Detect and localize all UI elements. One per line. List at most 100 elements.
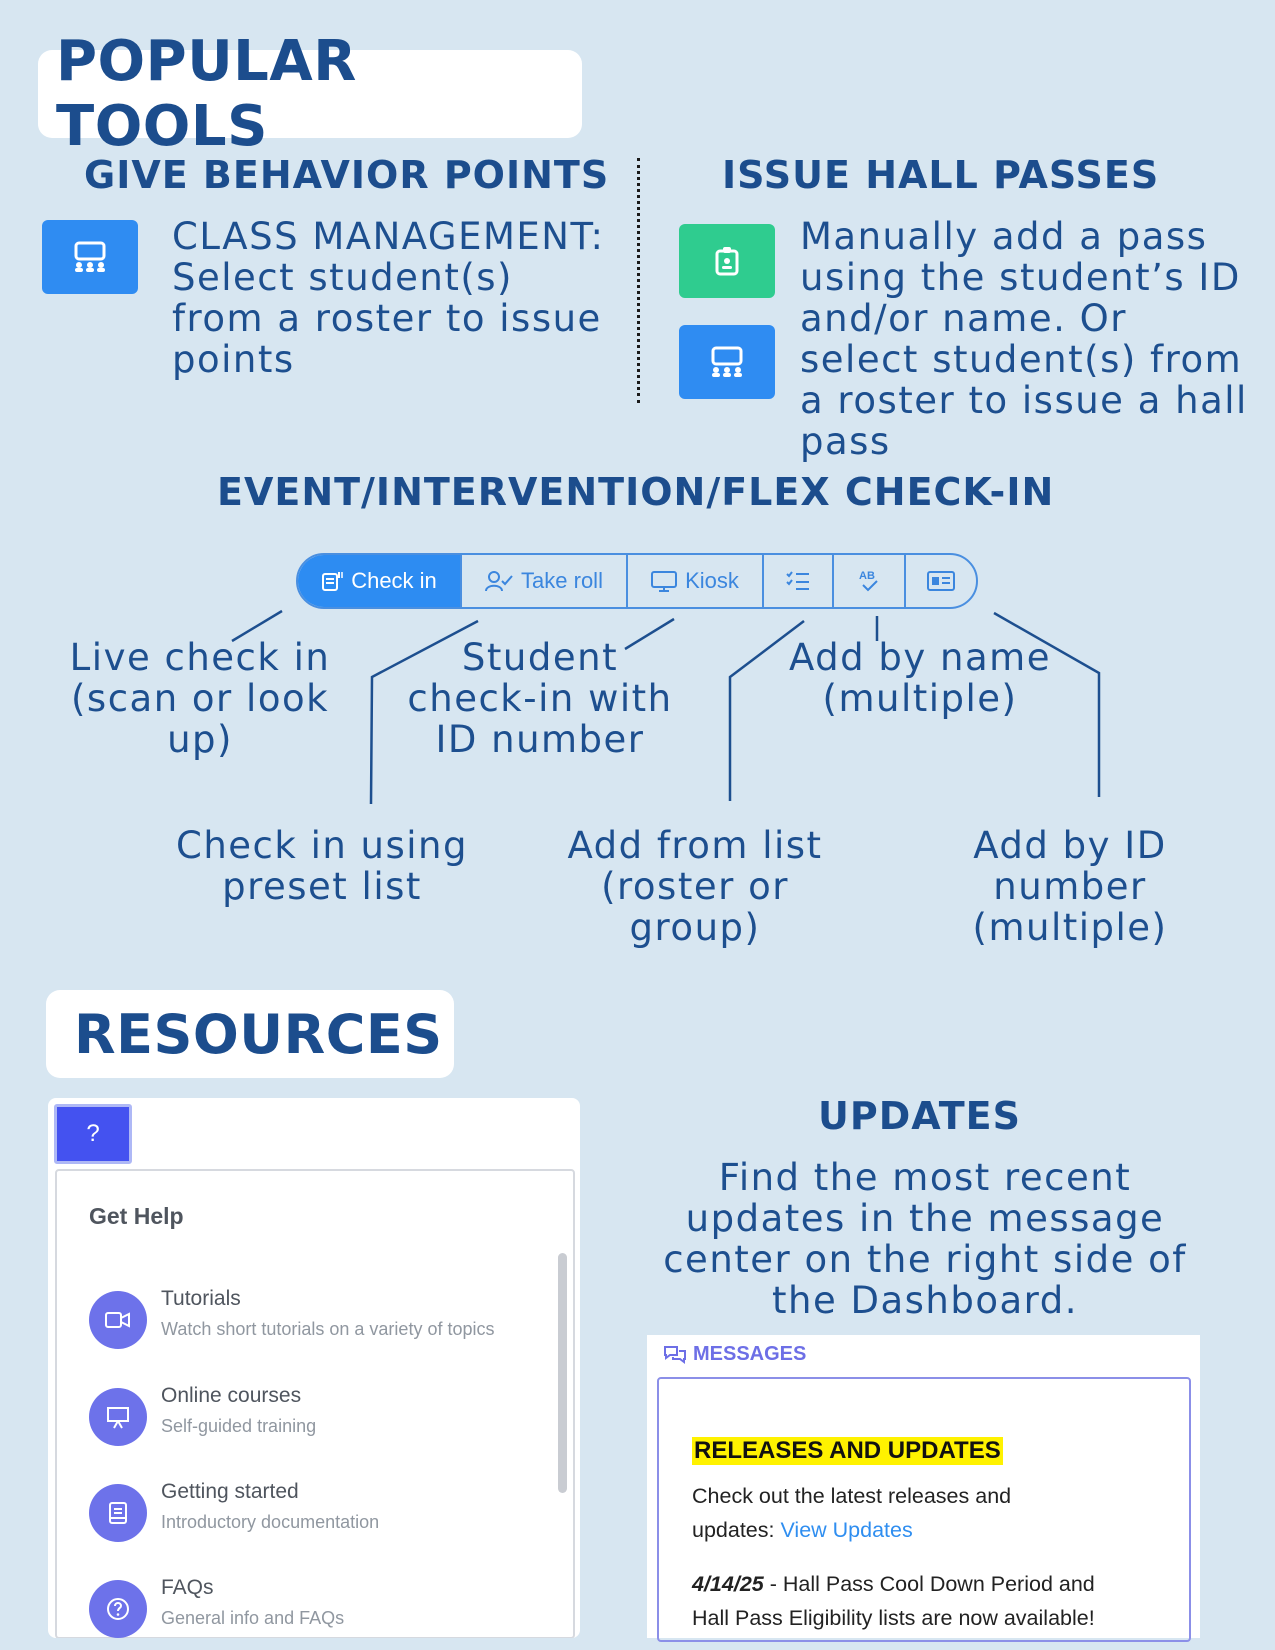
releases-line: Check out the latest releases and [692,1484,1012,1508]
help-item-faqs[interactable]: FAQs General info and FAQs [89,1572,549,1638]
resources-title-box: RESOURCES [46,990,454,1078]
announcement-line: Hall Pass Eligibility lists are now avai… [692,1606,1095,1630]
help-item-subtitle: Introductory documentation [161,1512,380,1532]
releases-line-with-link: updates: View Updates [692,1513,1011,1547]
callout-line-text: number [993,865,1147,908]
hall-passes-description: Manually add a pass using the student’s … [800,216,1248,462]
id-card-icon [927,571,955,591]
updates-text-line: updates in the message [685,1197,1165,1240]
help-item-title: Getting started [161,1480,299,1503]
hall-passes-heading: ISSUE HALL PASSES [722,153,1160,197]
callout-line-text: Live check in [69,636,331,679]
callout-line-text: (multiple) [972,906,1168,949]
kiosk-button[interactable]: Kiosk [628,555,764,607]
callout-line-text: Add by name [789,636,1051,679]
callout-line-text: (multiple) [822,677,1018,720]
get-help-panel: ? Get Help Tutorials Watch short tutoria… [48,1098,580,1638]
callout-line-text: check-in with [407,677,673,720]
help-menu-scrollbar[interactable] [558,1253,567,1493]
hall-pass-roster-app-icon [679,325,775,399]
hall-pass-app-icon [679,224,775,298]
checkin-toolbar: Check in Take roll Kiosk AB [296,553,978,609]
badge-icon [715,247,739,276]
updates-heading: UPDATES [818,1094,1021,1138]
behavior-points-description: CLASS MANAGEMENT: Select student(s) from… [172,216,604,380]
hall-pass-text-line: and/or name. Or [800,297,1127,340]
help-item-title: Tutorials [161,1287,241,1310]
behavior-text-line: points [172,338,295,381]
popular-tools-title-box: POPULAR TOOLS [38,29,582,159]
presentation-icon [89,1388,147,1446]
messages-title: MESSAGES [663,1343,806,1366]
callout-line-text: (scan or look [70,677,330,720]
announcement-line: 4/14/25 - Hall Pass Cool Down Period and [692,1567,1095,1601]
preset-list-label: Check in using preset list [162,825,482,907]
callout-line-text: (roster or [601,865,789,908]
question-icon [89,1580,147,1638]
updates-text-line: the Dashboard. [772,1279,1078,1322]
releases-heading: RELEASES AND UPDATES [692,1437,1003,1465]
class-management-app-icon [42,220,138,294]
take-roll-button[interactable]: Take roll [462,555,628,607]
hall-pass-text-line: select student(s) from [800,338,1243,381]
kiosk-label: Kiosk [685,568,739,593]
callout-line-text: Student [461,636,619,679]
hall-pass-text-line: Manually add a pass [800,215,1208,258]
behavior-text-line: Select student(s) [172,256,513,299]
updates-text-line: center on the right side of [663,1238,1187,1281]
messages-content-box: RELEASES AND UPDATES Check out the lates… [657,1377,1191,1642]
messages-title-text: MESSAGES [693,1343,807,1365]
callout-line-text: preset list [222,865,422,908]
help-button[interactable]: ? [54,1104,132,1164]
help-item-subtitle: Watch short tutorials on a variety of to… [161,1319,495,1339]
callout-line-text: Add from list [567,824,823,867]
add-by-name-label: Add by name (multiple) [775,637,1065,719]
releases-line-prefix: updates: [692,1518,781,1542]
checklist-icon [786,571,809,590]
student-id-label: Student check-in with ID number [390,637,690,760]
classroom-icon [74,241,106,272]
add-by-id-label: Add by ID number (multiple) [950,825,1190,948]
get-help-header: Get Help [89,1203,184,1229]
announcement-text: 4/14/25 - Hall Pass Cool Down Period and… [692,1567,1095,1635]
help-item-getting-started[interactable]: Getting started Introductory documentati… [89,1476,549,1546]
callout-line-text: Add by ID [973,824,1167,867]
callout-line-text: group) [629,906,761,949]
hall-pass-text-line: using the student’s ID [800,256,1241,299]
view-updates-link[interactable]: View Updates [780,1518,913,1542]
help-item-subtitle: General info and FAQs [161,1608,345,1628]
callout-line-text: ID number [435,718,645,761]
check-in-label: Check in [351,568,437,593]
updates-description: Find the most recent updates in the mess… [640,1157,1210,1321]
help-item-online-courses[interactable]: Online courses Self-guided training [89,1380,549,1450]
spellcheck-letters: AB [859,570,875,582]
popular-tools-title: POPULAR TOOLS [56,29,357,159]
behavior-text-line: from a roster to issue [172,297,602,340]
scanner-icon [322,572,343,591]
monitor-icon [651,571,678,592]
announcement-line-rest: - Hall Pass Cool Down Period and [763,1572,1095,1596]
callout-line-text: up) [167,718,233,761]
video-icon [89,1291,147,1349]
messages-panel: MESSAGES RELEASES AND UPDATES Check out … [647,1335,1200,1642]
user-check-icon [485,571,513,592]
add-by-name-button[interactable]: AB [834,555,906,607]
hall-pass-text-line: a roster to issue a hall [800,379,1248,422]
add-by-id-button[interactable] [906,555,976,607]
add-from-list-label: Add from list (roster or group) [555,825,835,948]
chat-bubbles-icon [664,1345,686,1364]
spellcheck-icon: AB [859,570,878,592]
book-icon [89,1484,147,1542]
callout-line-text: Check in using [175,824,468,867]
resources-title: RESOURCES [74,1002,443,1066]
updates-text-line: Find the most recent [718,1156,1132,1199]
behavior-points-heading: GIVE BEHAVIOR POINTS [84,153,610,197]
releases-text: Check out the latest releases and update… [692,1479,1011,1547]
help-item-subtitle: Self-guided training [161,1416,317,1436]
behavior-text-line: CLASS MANAGEMENT: [172,215,605,258]
help-item-tutorials[interactable]: Tutorials Watch short tutorials on a var… [89,1283,549,1353]
hall-pass-text-line: pass [800,420,891,463]
check-in-button[interactable]: Check in [298,555,462,607]
preset-list-button[interactable] [764,555,834,607]
